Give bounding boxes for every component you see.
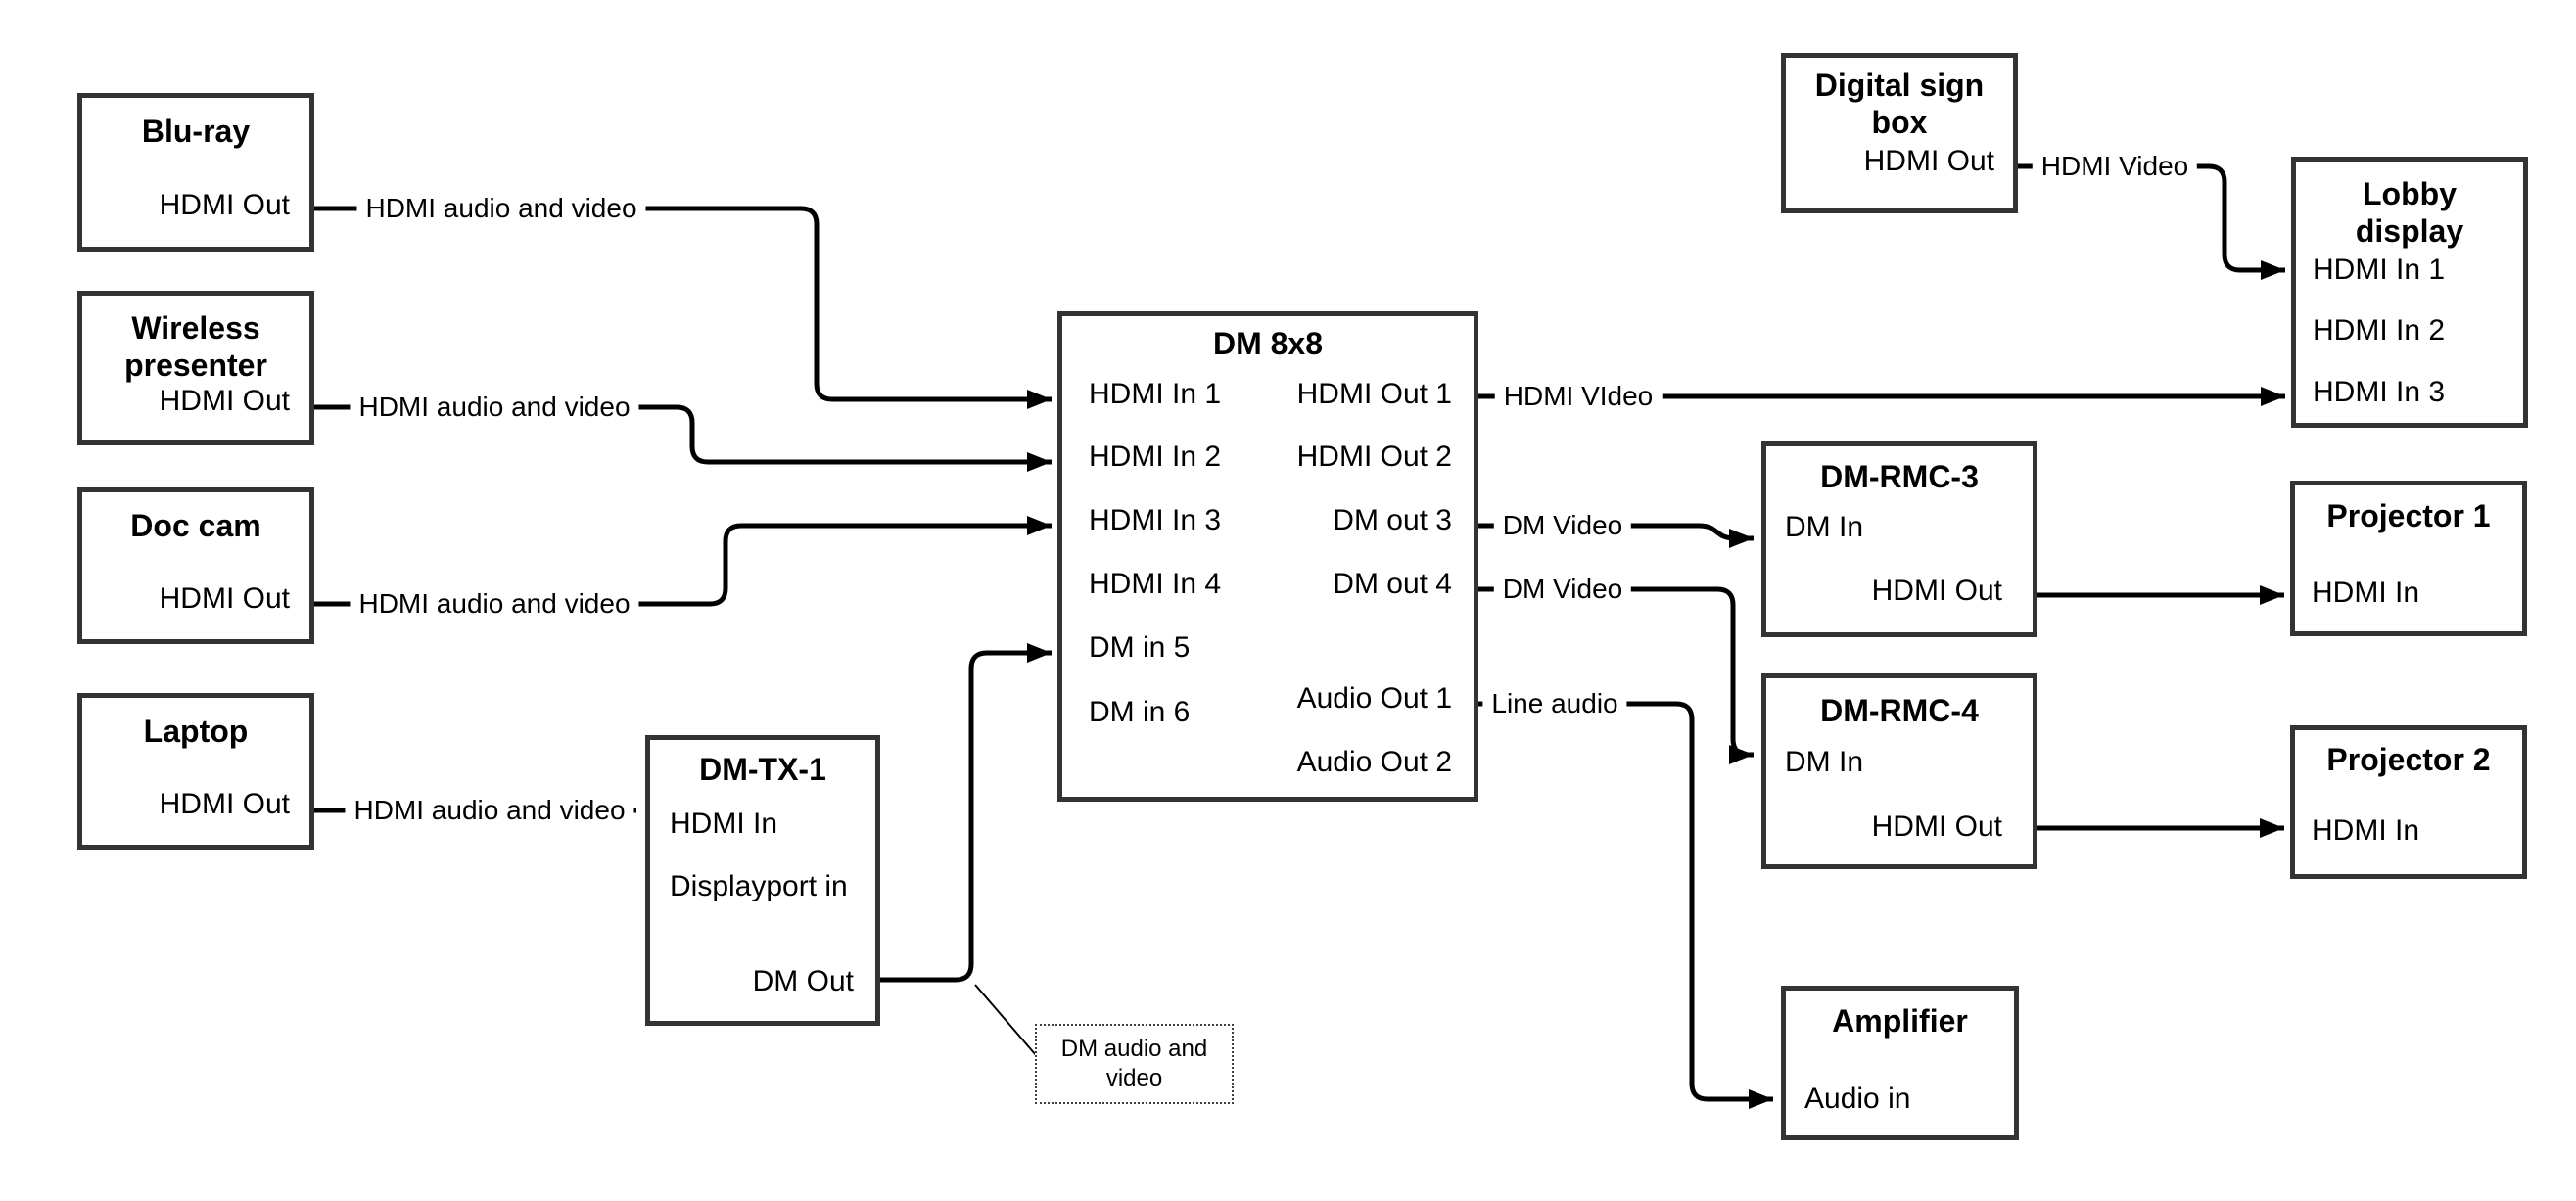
port-wireless-hdmi-out: HDMI Out xyxy=(159,385,290,417)
edge-dm8x8-audioout1-to-amplifier xyxy=(1478,701,1774,1109)
port-dm8x8-hdmi-in-3: HDMI In 3 xyxy=(1089,504,1222,536)
edge-dmtx1-dmout-to-dm8x8-dm-in-5 xyxy=(880,642,1053,983)
edge-bluray-to-dm8x8-hdmi-in-1 xyxy=(314,206,1053,409)
edge-label-dm-out3: DM Video xyxy=(1493,509,1632,542)
callout-dm-audio-and-video: DM audio and video xyxy=(1035,1024,1234,1104)
port-rmc3-hdmi-out: HDMI Out xyxy=(1871,575,2002,607)
port-dm8x8-hdmi-in-1: HDMI In 1 xyxy=(1089,378,1222,410)
node-title: Wireless presenter xyxy=(124,310,267,383)
port-doccam-hdmi-out: HDMI Out xyxy=(159,582,290,615)
edge-label-doccam-hdmi: HDMI audio and video xyxy=(350,587,639,621)
node-title: DM-RMC-4 xyxy=(1820,693,1979,728)
node-title: Projector 2 xyxy=(2326,742,2491,777)
node-amplifier: Amplifier Audio in xyxy=(1781,986,2019,1140)
node-title: Lobby display xyxy=(2355,176,2464,249)
edge-wireless-to-dm8x8-hdmi-in-2 xyxy=(314,404,1053,472)
port-dm8x8-dm-in-6: DM in 6 xyxy=(1089,696,1191,728)
edge-label-signbox-hdmi: HDMI Video xyxy=(2032,150,2198,183)
port-dm8x8-hdmi-in-2: HDMI In 2 xyxy=(1089,440,1222,473)
port-rmc4-dm-in: DM In xyxy=(1785,746,1864,778)
node-title: Digital sign box xyxy=(1814,68,1985,140)
callout-text: DM audio and video xyxy=(1060,1036,1208,1091)
node-title: DM-TX-1 xyxy=(699,752,826,787)
edge-label-dm-out4: DM Video xyxy=(1493,573,1632,606)
callout-leader-line xyxy=(974,984,1037,1056)
port-dm8x8-hdmi-out-2: HDMI Out 2 xyxy=(1296,440,1452,473)
edge-label-hdmi-out1: HDMI VIdeo xyxy=(1494,380,1663,413)
node-title: DM 8x8 xyxy=(1212,326,1324,361)
node-title: DM-RMC-3 xyxy=(1820,459,1979,494)
port-laptop-hdmi-out: HDMI Out xyxy=(159,788,290,820)
node-digital-sign-box: Digital sign box HDMI Out xyxy=(1781,53,2018,213)
port-dm8x8-audio-out-1: Audio Out 1 xyxy=(1296,682,1452,715)
node-dm-8x8: DM 8x8 HDMI In 1 HDMI In 2 HDMI In 3 HDM… xyxy=(1057,311,1478,802)
port-dm8x8-dm-out-3: DM out 3 xyxy=(1333,504,1452,536)
node-projector-1: Projector 1 HDMI In xyxy=(2290,481,2527,636)
port-lobby-hdmi-in-1: HDMI In 1 xyxy=(2313,254,2446,286)
port-bluray-hdmi-out: HDMI Out xyxy=(159,189,290,221)
node-title: Amplifier xyxy=(1832,1003,1968,1039)
edge-label-wireless-hdmi: HDMI audio and video xyxy=(350,391,639,424)
node-dm-rmc-4: DM-RMC-4 DM In HDMI Out xyxy=(1761,673,2037,869)
node-bluray: Blu-ray HDMI Out xyxy=(77,93,314,252)
port-dm8x8-dm-in-5: DM in 5 xyxy=(1089,631,1191,664)
node-lobby-display: Lobby display HDMI In 1 HDMI In 2 HDMI I… xyxy=(2291,157,2528,428)
edge-doccam-to-dm8x8-hdmi-in-3 xyxy=(314,515,1053,607)
port-dm8x8-hdmi-out-1: HDMI Out 1 xyxy=(1296,378,1452,410)
edge-label-bluray-hdmi: HDMI audio and video xyxy=(356,192,646,225)
port-amplifier-audio-in: Audio in xyxy=(1804,1083,1911,1115)
port-dmtx1-displayport-in: Displayport in xyxy=(670,870,848,902)
port-dm8x8-hdmi-in-4: HDMI In 4 xyxy=(1089,568,1222,600)
node-dm-tx-1: DM-TX-1 HDMI In Displayport in DM Out xyxy=(645,735,880,1026)
edge-label-laptop-hdmi: HDMI audio and video xyxy=(345,794,634,827)
node-projector-2: Projector 2 HDMI In xyxy=(2290,725,2527,879)
port-dm8x8-audio-out-2: Audio Out 2 xyxy=(1296,746,1452,778)
node-title: Blu-ray xyxy=(141,114,251,149)
node-title: Laptop xyxy=(143,714,249,749)
node-title: Doc cam xyxy=(130,508,261,543)
port-projector2-hdmi-in: HDMI In xyxy=(2312,814,2420,847)
port-dm8x8-dm-out-4: DM out 4 xyxy=(1333,568,1452,600)
port-rmc3-dm-in: DM In xyxy=(1785,511,1864,543)
node-dm-rmc-3: DM-RMC-3 DM In HDMI Out xyxy=(1761,441,2037,637)
port-lobby-hdmi-in-3: HDMI In 3 xyxy=(2313,376,2446,408)
node-laptop: Laptop HDMI Out xyxy=(77,693,314,850)
port-projector1-hdmi-in: HDMI In xyxy=(2312,577,2420,609)
edge-dm8x8-dmout4-to-rmc4-dm-in xyxy=(1478,586,1755,764)
port-dmtx1-dm-out: DM Out xyxy=(752,965,854,997)
port-lobby-hdmi-in-2: HDMI In 2 xyxy=(2313,314,2446,346)
edge-signbox-to-lobby-hdmi-in-1 xyxy=(2018,163,2286,280)
edge-dm8x8-dmout3-to-rmc3-dm-in xyxy=(1478,523,1755,548)
node-wireless-presenter: Wireless presenter HDMI Out xyxy=(77,291,314,445)
port-dmtx1-hdmi-in: HDMI In xyxy=(670,808,778,840)
port-signbox-hdmi-out: HDMI Out xyxy=(1863,145,1994,177)
node-doc-cam: Doc cam HDMI Out xyxy=(77,487,314,644)
port-rmc4-hdmi-out: HDMI Out xyxy=(1871,810,2002,843)
node-title: Projector 1 xyxy=(2326,498,2491,533)
edge-label-audio-out1: Line audio xyxy=(1482,687,1627,720)
